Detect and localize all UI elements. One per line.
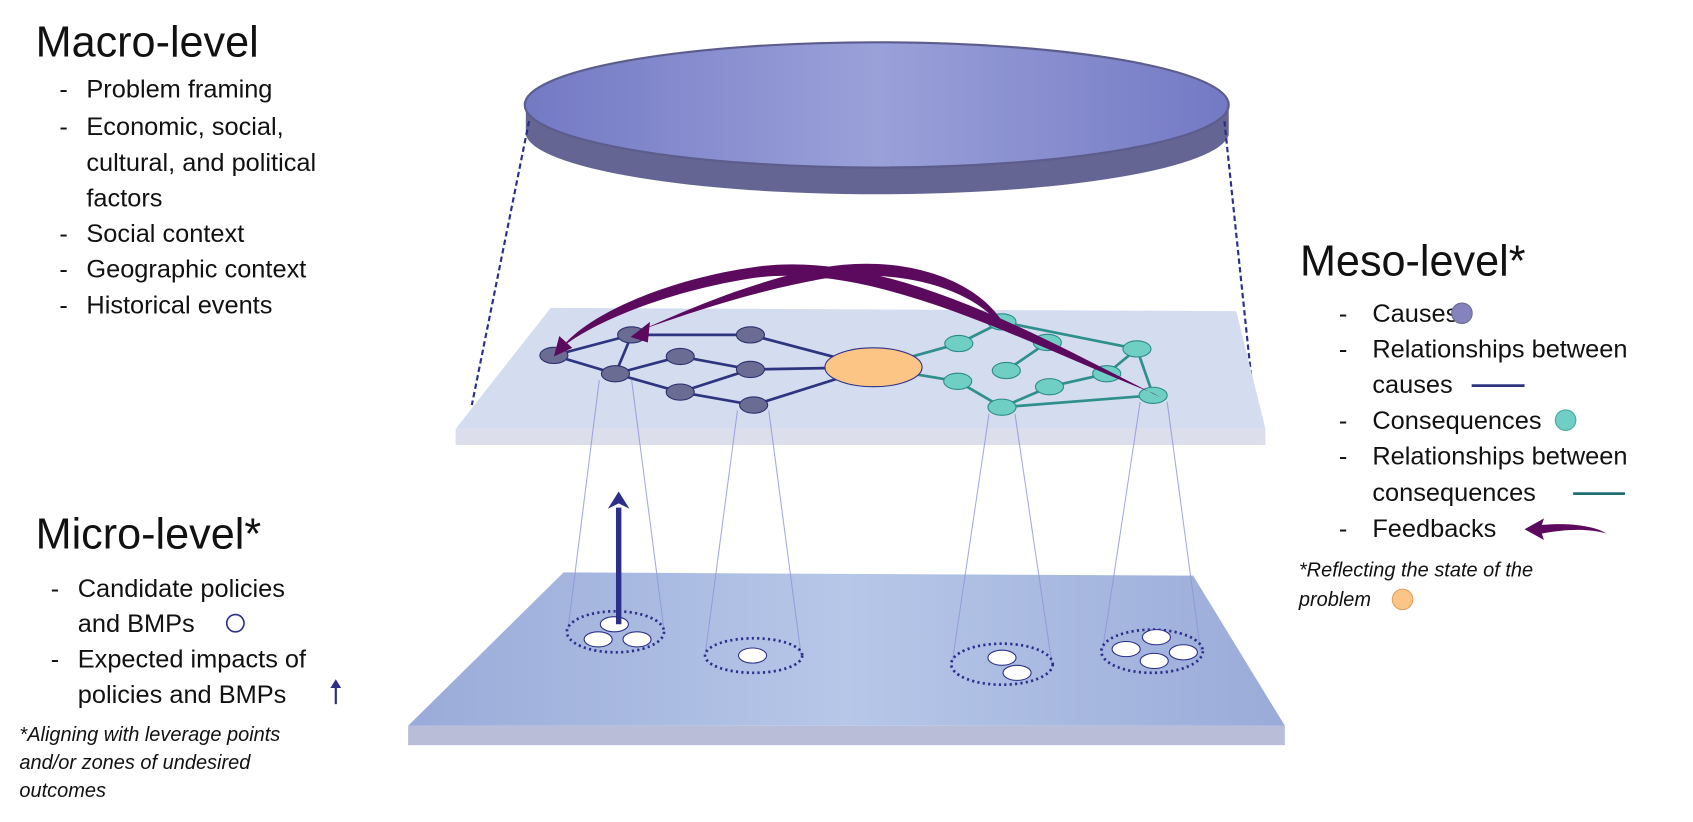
consequence-node xyxy=(1122,340,1152,358)
list-item: Economic, social, xyxy=(86,113,283,141)
policy-legend-icon xyxy=(225,613,245,633)
list-item: Geographic context xyxy=(86,256,306,284)
list-item: Relationships between xyxy=(1372,336,1627,364)
bullet: - xyxy=(1339,407,1347,435)
problem-state-node xyxy=(824,347,923,388)
policy-cluster xyxy=(949,642,1055,687)
consequence-node xyxy=(943,372,973,390)
bullet: - xyxy=(59,75,67,103)
cause-node xyxy=(739,396,769,414)
bullet: - xyxy=(59,113,67,141)
policy-cluster xyxy=(565,609,666,654)
list-item: consequences xyxy=(1372,479,1536,507)
list-item: and BMPs xyxy=(78,610,195,638)
footnote-line: problem xyxy=(1298,589,1371,611)
feedback-arrow-icon xyxy=(553,263,1161,398)
footnote-line: *Reflecting the state of the xyxy=(1299,560,1533,582)
policy-cluster xyxy=(1099,628,1205,675)
micro-footnote: *Aligning with leverage points and/or zo… xyxy=(19,724,280,802)
bullet: - xyxy=(1339,442,1347,470)
bullet: - xyxy=(59,256,67,284)
meso-level-title: Meso-level* xyxy=(1300,237,1526,285)
bullet: - xyxy=(1339,515,1347,543)
policy-cluster xyxy=(703,636,804,675)
consequence-link xyxy=(1001,320,1138,351)
bullet: - xyxy=(51,645,59,673)
cause-node xyxy=(735,326,765,344)
consequence-link xyxy=(1001,393,1154,409)
footnote-line: outcomes xyxy=(19,780,106,802)
list-item: Consequences xyxy=(1372,407,1541,435)
consequence-node xyxy=(944,334,974,353)
list-item: Causes xyxy=(1372,300,1458,328)
list-item: causes xyxy=(1372,371,1452,399)
cause-node xyxy=(735,360,765,379)
list-item: Expected impacts of xyxy=(78,645,307,673)
consequence-node xyxy=(987,398,1017,416)
impact-arrow-icon xyxy=(607,491,630,625)
macro-level-list: - Problem framing - Economic, social, cu… xyxy=(59,75,316,319)
meso-footnote: *Reflecting the state of the problem xyxy=(1298,560,1533,611)
consequence-node xyxy=(1138,386,1168,404)
impact-legend-icon xyxy=(330,679,342,705)
meso-level-list: - Causes - Relationships between causes … xyxy=(1339,300,1628,543)
list-item: Relationships between xyxy=(1372,442,1627,470)
consequence-node xyxy=(1034,378,1065,396)
state-legend-icon xyxy=(1391,588,1414,611)
bullet: - xyxy=(59,291,67,319)
macro-level-title: Macro-level xyxy=(36,18,259,66)
micro-level-list: - Candidate policies and BMPs - Expected… xyxy=(51,575,342,709)
causal-network xyxy=(539,313,1168,416)
list-item: Problem framing xyxy=(86,75,272,103)
projection-line-left xyxy=(470,120,531,406)
list-item: factors xyxy=(86,184,162,212)
cause-node xyxy=(665,383,695,401)
list-item: policies and BMPs xyxy=(78,681,287,709)
bullet: - xyxy=(51,575,59,603)
bullet: - xyxy=(59,220,67,248)
projection-line-right xyxy=(1223,120,1254,389)
micro-level-title: Micro-level* xyxy=(36,511,262,559)
consequence-legend-icon xyxy=(1554,409,1577,431)
list-item: Social context xyxy=(86,220,244,248)
footnote-line: *Aligning with leverage points xyxy=(19,724,280,746)
bullet: - xyxy=(1339,336,1347,364)
list-item: Historical events xyxy=(86,291,272,319)
projection-cones xyxy=(567,380,1202,663)
footnote-line: and/or zones of undesired xyxy=(19,752,251,774)
macro-level-disk xyxy=(523,41,1230,195)
list-item: Candidate policies xyxy=(78,575,285,603)
list-item: Feedbacks xyxy=(1372,515,1496,543)
cause-legend-icon xyxy=(1451,302,1473,325)
bullet: - xyxy=(1339,300,1347,328)
consequence-node xyxy=(991,361,1021,380)
cause-node xyxy=(665,347,695,366)
feedback-legend-icon xyxy=(1524,518,1607,541)
micro-level-plane xyxy=(408,572,1285,746)
list-item: cultural, and political xyxy=(86,149,316,177)
cause-node xyxy=(600,365,631,383)
